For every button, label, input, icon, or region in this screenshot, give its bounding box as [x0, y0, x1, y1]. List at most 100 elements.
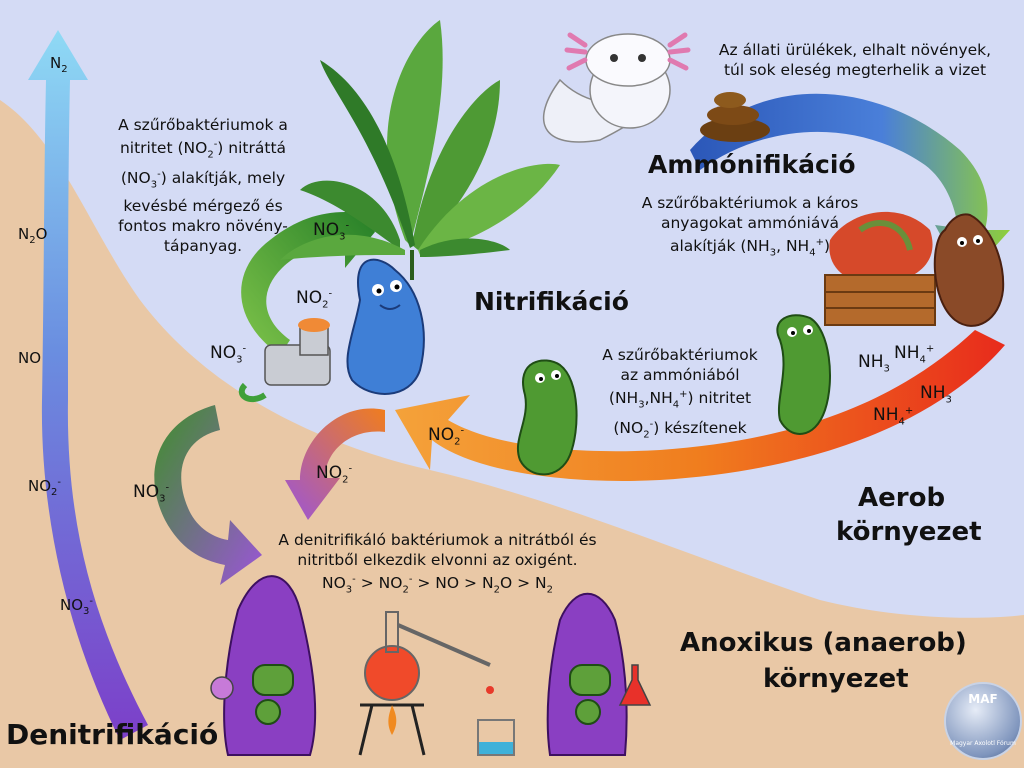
- nitratation-description-line3: (NO3-) alakítják, mely: [88, 165, 318, 195]
- chem-part: NH: [785, 237, 810, 256]
- chem-part: NH: [894, 343, 920, 363]
- chem-sup: -: [460, 425, 465, 437]
- chem-part: NO: [428, 425, 455, 445]
- chem-sub: 2: [207, 149, 214, 161]
- chem-part: (NO: [177, 139, 208, 158]
- chem-part: NO: [60, 596, 84, 614]
- nitrite-oxidizing-bacterium: [346, 258, 425, 395]
- chem-part: O: [35, 225, 48, 243]
- gas-release-arrow: [28, 30, 148, 740]
- chem-sub: 2: [493, 584, 500, 596]
- chem-part: NO: [321, 574, 346, 593]
- axolotl: [542, 32, 691, 143]
- denitrification-description-line1: A denitrifikáló baktériumok a nitrátból …: [278, 531, 597, 549]
- waste-description-line1: Az állati ürülékek, elhalt növények,: [718, 41, 992, 59]
- chem-part: ,: [776, 237, 781, 256]
- chem-part: ): [653, 419, 660, 438]
- ammonification-description-line2: anyagokat ammóniává: [660, 214, 839, 232]
- denitrification-description-line2: nitritből elkezdik elvonni az oxigént.: [297, 551, 578, 569]
- nitratation-description-line2: nitritet (NO2-) nitráttá: [88, 135, 318, 165]
- denitrifying-bacteria: [223, 575, 628, 756]
- rotting-food-crate: [824, 211, 936, 326]
- ammonification-description-line1: A szűrőbaktériumok a káros: [641, 194, 859, 212]
- chem-part: NH: [649, 389, 673, 408]
- waste-pile: [700, 92, 770, 142]
- chem-sup: -: [328, 288, 333, 300]
- ammonification-title: Ammónifikáció: [648, 150, 856, 179]
- chem-part: NO: [28, 477, 52, 495]
- chem-sup: +: [679, 389, 688, 400]
- chem-sub: 2: [51, 487, 58, 498]
- chem-sub: 3: [83, 606, 90, 617]
- purple-flask: [210, 676, 234, 700]
- label-no: NO: [18, 349, 42, 367]
- chem-part: NO: [210, 343, 237, 363]
- label-nh4-2: NH4+: [873, 405, 913, 427]
- nitrite-to-denitrification-arrow: [285, 408, 385, 520]
- nitritation-description-line2: az ammóniából: [620, 366, 740, 384]
- chem-sub: 4: [898, 416, 905, 428]
- chem-part: NH: [858, 352, 884, 372]
- chem-sup: -: [345, 220, 350, 232]
- chem-sub: 2: [402, 584, 409, 596]
- chem-part: N: [50, 54, 62, 72]
- nitratation-description-line1: A szűrőbaktériumok a: [118, 116, 288, 134]
- chem-part: (NH: [740, 237, 770, 256]
- aerob-label-line1: Aerob: [858, 483, 946, 513]
- chem-sub: 2: [342, 474, 349, 486]
- chem-sub: 3: [883, 363, 890, 375]
- text-part: nitráttá: [228, 139, 287, 158]
- chem-sup: -: [352, 574, 356, 585]
- ammonia-oxidizing-bacteria: [516, 314, 831, 476]
- ammonification-arrow: [690, 93, 1010, 280]
- chem-sup: -: [649, 419, 654, 431]
- label-nh3-1: NH3: [858, 352, 890, 374]
- chem-sub: 3: [769, 247, 777, 259]
- nitritation-description-line4: (NO2-) készítenek: [575, 415, 785, 445]
- chem-sub: 4: [809, 247, 816, 259]
- chem-sup: -: [57, 477, 62, 488]
- label-n2o: N2O: [18, 225, 47, 246]
- nitratation-description-line4: kevésbé mérgező és: [123, 196, 283, 215]
- nitritation-description-line1: A szűrőbaktériumok: [602, 346, 758, 364]
- text-part: alakítják: [669, 237, 736, 256]
- label-no2-grinder: NO2-: [296, 288, 332, 310]
- chem-part: NO: [378, 574, 403, 593]
- chem-sup: -: [213, 139, 218, 150]
- chem-part: O: [499, 574, 513, 593]
- chem-sup: +: [925, 343, 935, 355]
- chem-part: NH: [873, 405, 899, 425]
- chem-part: ): [687, 389, 694, 408]
- chem-part: NH: [920, 383, 946, 403]
- text-part: alakítják, mely: [171, 169, 286, 188]
- chem-part: NO: [435, 574, 460, 593]
- red-flask: [618, 664, 652, 706]
- label-nh3-2: NH3: [920, 383, 952, 405]
- nitritation-description-line3: (NH3,NH4+) nitritet: [575, 385, 785, 415]
- chem-sub: 4: [672, 399, 680, 411]
- chem-part: NO: [313, 220, 340, 240]
- chem-part: (NO: [120, 169, 151, 188]
- anoxic-label-line1: Anoxikus (anaerob): [680, 628, 967, 658]
- meat-grinder: [238, 318, 331, 403]
- label-no2-orange-arrow: NO2-: [428, 425, 464, 447]
- chem-sub: 3: [638, 399, 645, 411]
- chem-sub: 2: [643, 429, 650, 441]
- nitratation-arrow: [241, 190, 375, 355]
- chem-part: ,: [644, 389, 650, 408]
- denitrification-sequence: NO3- > NO2- > NO > N2O > N2: [245, 570, 630, 600]
- chem-sub: 2: [454, 436, 461, 448]
- chem-sub: 3: [150, 179, 158, 191]
- label-no3-den-arrow: NO3-: [133, 482, 169, 504]
- nitratation-description: A szűrőbaktériumok a nitritet (NO2-) nit…: [88, 115, 318, 256]
- chem-part: NO: [296, 288, 323, 308]
- chem-sup: +: [904, 405, 914, 417]
- logo-title: MAF: [968, 692, 998, 706]
- text-part: nitritet: [119, 139, 173, 158]
- chem-sub: 3: [345, 584, 353, 596]
- chem-part: N: [481, 574, 494, 593]
- chem-part: ): [217, 139, 224, 158]
- nitratation-description-line6: tápanyag.: [163, 236, 243, 255]
- logo-subtitle: Magyar Axolotl Fórum: [950, 740, 1016, 747]
